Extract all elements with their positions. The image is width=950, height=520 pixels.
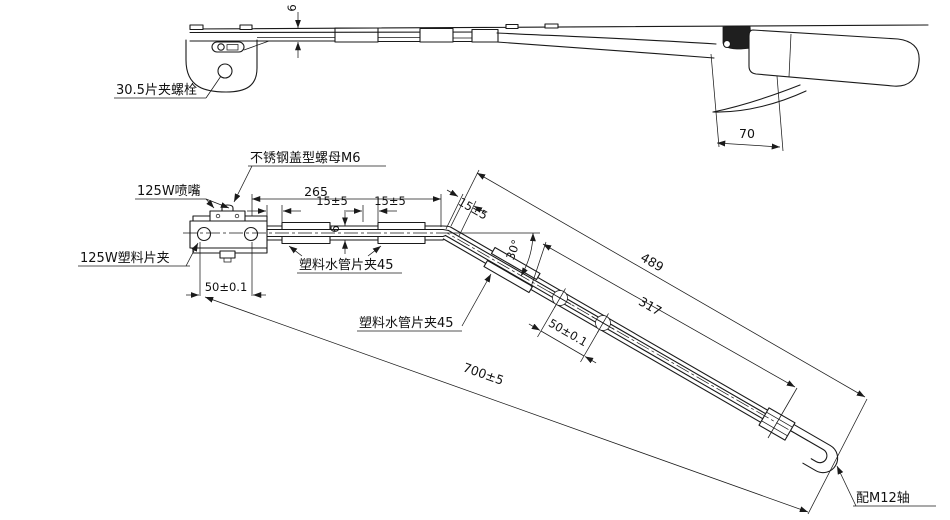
shaft-fit-text: 配M12轴 (856, 491, 910, 506)
incline-arm-lines (442, 226, 785, 435)
dim-489: 489 (450, 169, 868, 515)
nozzle-text: 125W喷嘴 (137, 184, 201, 199)
spring-curve-upper (712, 84, 801, 113)
dim-text-15a: 15±5 (316, 194, 348, 208)
dim-text-6-main: 6 (328, 225, 342, 232)
dim-700: 700±5 (204, 296, 809, 513)
dim-text-50b: 50±0.1 (546, 316, 590, 349)
arm-tab (544, 23, 559, 29)
label-nozzle: 125W喷嘴 (135, 184, 230, 209)
dim-15-second: 15±5 (344, 194, 406, 222)
clamp-plate (189, 220, 268, 249)
arm-top-edge (189, 24, 929, 30)
bracket-slot (211, 41, 245, 53)
hook-end (758, 407, 839, 474)
cap-nut-text: 不锈钢盖型螺母M6 (250, 151, 361, 166)
dim-text-317: 317 (636, 294, 664, 319)
pipe-clip-rect (281, 235, 331, 245)
arm-taper-upper (496, 32, 717, 45)
plastic-blade-clamp-text: 125W塑料片夹 (80, 251, 170, 266)
h-arm-lines (266, 225, 444, 241)
slot-bolt-head (217, 43, 225, 51)
pipe-clip-1-text: 塑料水管片夹45 (299, 258, 394, 273)
dim-head-70: 70 (710, 53, 784, 152)
pipe-clip-rect (281, 221, 331, 231)
pipe-clip-rect (377, 235, 426, 245)
dim-arm-width-6: 6 (328, 212, 348, 254)
under-bracket (219, 250, 236, 259)
dim-text-50a: 50±0.1 (205, 280, 248, 294)
label-pipe-clip-1: 塑料水管片夹45 (288, 245, 402, 274)
spring-curve-lower (712, 90, 807, 113)
dim-arm-thickness: 6 (285, 4, 301, 58)
pipe-clip-rect (377, 221, 426, 231)
adapter-joint-line (788, 33, 792, 78)
slot-edge-line (243, 40, 270, 51)
knurled-segment (334, 27, 379, 43)
dim-text-30deg: 30° (503, 238, 523, 262)
dim-50-clamp: 50±0.1 (186, 242, 266, 298)
arm-tab (239, 24, 253, 31)
clamp-hole-left (196, 226, 212, 242)
arm-segment (419, 27, 454, 43)
main-view: 265 15±5 15±5 6 15±5 (78, 151, 936, 515)
dim-15-first: 15±5 (247, 194, 348, 222)
arm-bottom-edge (189, 40, 473, 43)
nozzle-block (209, 210, 246, 222)
nozzle-jet-left (215, 213, 221, 219)
under-bracket-stub (223, 257, 232, 263)
top-view: 6 70 30.5片夹螺栓 (114, 4, 929, 152)
nozzle-jet-right (234, 213, 240, 219)
arm-tab (189, 24, 204, 31)
dim-15-bend: 15±5 (445, 189, 490, 237)
dim-text-thickness: 6 (285, 4, 299, 11)
arm-inner-bottom (257, 37, 472, 39)
arm-tab (505, 23, 519, 30)
dim-text-489: 489 (638, 250, 666, 275)
label-shaft-fit: 配M12轴 (836, 465, 936, 507)
arm-segment (471, 28, 499, 43)
dim-text-15b: 15±5 (374, 194, 406, 208)
bracket-outline (185, 39, 258, 93)
hook-outer (793, 424, 839, 474)
dim-text-265: 265 (304, 184, 328, 199)
label-blade-clamp-bolt: 30.5片夹螺栓 (114, 75, 222, 99)
blade-clamp-bolt-text: 30.5片夹螺栓 (116, 83, 197, 98)
dim-text-70: 70 (739, 126, 755, 141)
clamp-hole-right (243, 226, 259, 242)
clamp-bolt-hole (217, 63, 233, 79)
dim-265: 265 (251, 184, 442, 227)
slot-bolt-body (226, 44, 239, 51)
label-plastic-blade-clamp: 125W塑料片夹 (78, 242, 199, 267)
pipe-clip-2-text: 塑料水管片夹45 (359, 316, 454, 331)
label-cap-nut: 不锈钢盖型螺母M6 (233, 151, 386, 203)
arm-taper-lower (496, 41, 715, 59)
pivot-hole (722, 39, 732, 49)
dim-text-700: 700±5 (461, 360, 506, 388)
hook-inner (789, 430, 828, 464)
dim-text-15c: 15±5 (456, 195, 490, 223)
blade-adapter (748, 29, 920, 87)
label-pipe-clip-2: 塑料水管片夹45 (357, 273, 492, 332)
